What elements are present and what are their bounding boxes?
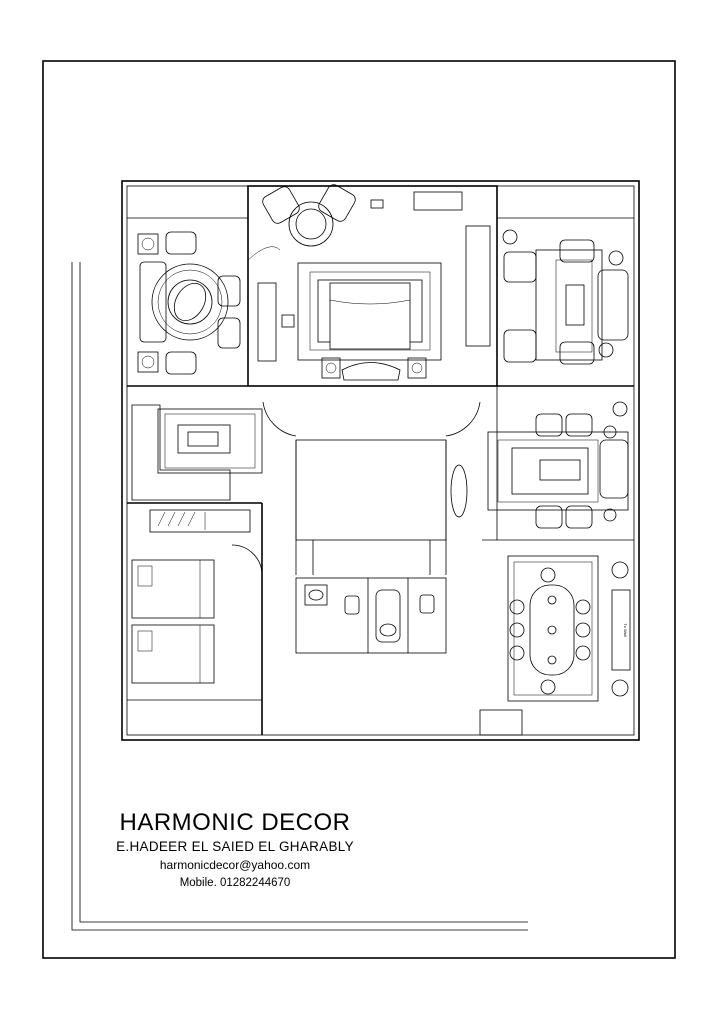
top-right-living-room [502, 229, 629, 365]
tv-wall-label: Tv Wall [623, 623, 628, 636]
master-bedroom-furniture [257, 184, 491, 381]
dining-room [507, 555, 631, 702]
top-left-seating [137, 231, 241, 375]
right-reception [450, 401, 629, 529]
outer-frame [42, 60, 676, 959]
left-living-room [131, 404, 263, 533]
company-name: HARMONIC DECOR [119, 809, 351, 836]
inner-frame-line-2 [79, 262, 528, 923]
contact-mobile: Mobile. 01282244670 [179, 877, 291, 889]
contact-email: harmonicdecor@yahoo.com [159, 858, 311, 872]
title-block: HARMONIC DECOR E.HADEER EL SAIED EL GHAR… [100, 808, 370, 892]
building-walls [121, 180, 640, 741]
inner-frame-line [71, 262, 528, 931]
designer-name: E.HADEER EL SAIED EL GHARABLY [116, 839, 354, 854]
children-bedroom [131, 559, 215, 684]
